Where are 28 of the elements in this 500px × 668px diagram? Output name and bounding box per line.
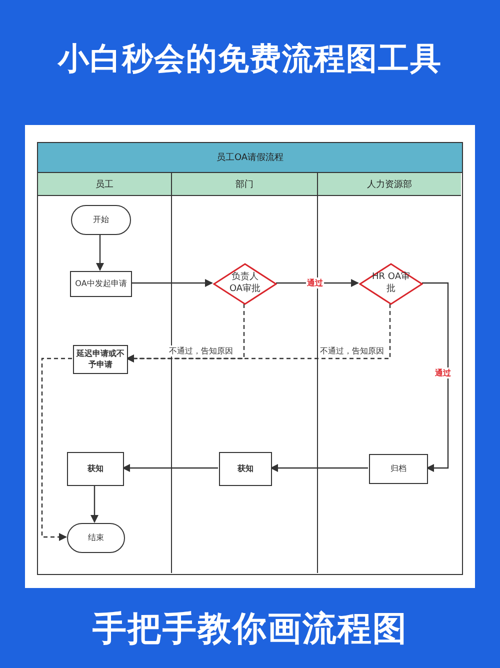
process-box: 获知 [219,452,272,486]
lane-header: 部门 [172,173,317,196]
arrow [41,358,72,541]
headline: 小白秒会的免费流程图工具 [56,40,443,79]
process-box: 延迟申请或不予申请 [73,345,128,374]
arrow [96,234,104,271]
edge-label: 通过 [434,368,452,378]
process-box: OA中发起申请 [70,271,132,297]
edge-label: 不通过，告知原因 [319,346,385,356]
arrow [270,464,368,472]
lane-header: 人力资源部 [318,173,461,196]
arrow [131,279,213,287]
process-box: 获知 [67,452,124,486]
arrow [126,304,391,362]
arrow [90,485,98,523]
process-box: 归档 [369,454,428,484]
decision-diamond: 负责人 OA审批 [213,263,277,305]
caption-text: 手把手教你画流程图 [92,608,408,651]
edge-label: 通过 [306,278,324,288]
swimlane-pool [37,142,463,575]
terminal-shape: 结束 [67,523,125,553]
decision-diamond: HR OA审批 [359,263,423,305]
lane-header: 员工 [38,173,171,196]
terminal-shape: 开始 [71,205,131,235]
arrow [422,282,449,472]
pool-title-band: 员工OA请假流程 [38,143,462,173]
arrow [122,464,218,472]
edge-label: 不通过，告知原因 [168,346,234,356]
